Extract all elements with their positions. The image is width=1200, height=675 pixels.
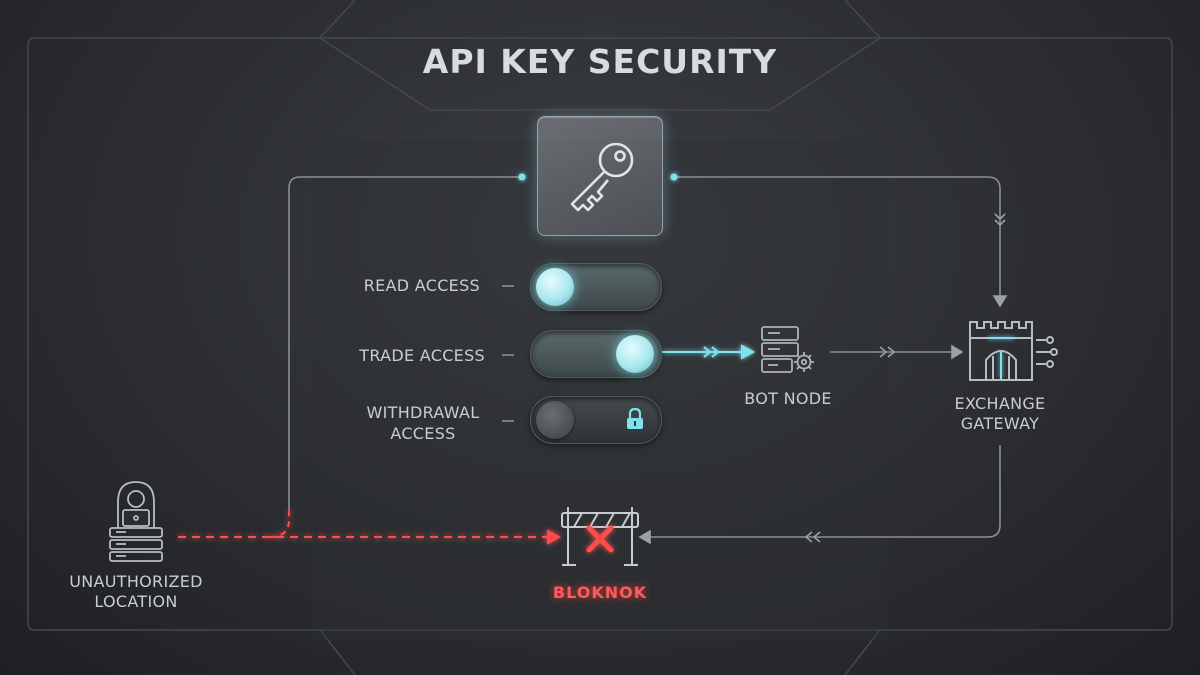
chevron-down-icon (994, 219, 1006, 227)
line-key-exchange (676, 176, 1001, 298)
key-icon (570, 142, 634, 212)
exchange-gateway-label-line1: EXCHANGE (954, 394, 1046, 413)
key-connector-dot-right (670, 173, 678, 181)
permission-label-withdrawal-line1: WITHDRAWAL (366, 403, 480, 422)
permission-label-withdrawal: WITHDRAWAL ACCESS (350, 402, 496, 444)
chevron-left-icon (812, 531, 821, 543)
connector-lines (288, 176, 1001, 538)
api-key-card (537, 116, 663, 236)
key-connector-dot-left (518, 173, 526, 181)
chevron-down-icon (994, 213, 1006, 221)
exchange-gateway-label-line2: GATEWAY (960, 414, 1040, 433)
read-access-toggle[interactable] (530, 263, 662, 311)
unauthorized-branch (269, 510, 290, 538)
barrier-x-icon (561, 507, 639, 566)
arrow-head-bot (741, 344, 756, 360)
chevron-right-icon (879, 346, 888, 358)
trade-access-toggle[interactable] (530, 330, 662, 378)
page-title: API KEY SECURITY (422, 42, 778, 81)
bot-node-label: BOT NODE (744, 389, 832, 408)
unauthorized-flow (178, 510, 562, 545)
line-exchange-barrier (648, 445, 1001, 538)
server-gear-icon (761, 326, 814, 373)
lock-icon (627, 407, 643, 429)
gray-arrows (638, 213, 1008, 545)
permission-label-trade: TRADE ACCESS (359, 346, 485, 365)
toggle-knob (536, 268, 574, 306)
hooded-hacker-icon (109, 481, 163, 562)
arrow-head-exchange-top (992, 295, 1008, 308)
unauthorized-location-label-line1: UNAUTHORIZED (69, 572, 203, 591)
blocked-label: BLOKNOK (552, 583, 648, 602)
chevron-right-icon (887, 346, 896, 358)
arrow-head-barrier (638, 529, 651, 545)
arrow-head-blocked (547, 529, 562, 545)
chevron-right-icon (703, 346, 712, 358)
chevron-right-icon (711, 346, 720, 358)
unauthorized-location-label-line2: LOCATION (94, 592, 178, 611)
unauthorized-location-label: UNAUTHORIZED LOCATION (56, 572, 216, 612)
toggle-knob (616, 335, 654, 373)
permission-label-withdrawal-line2: ACCESS (390, 424, 456, 443)
x-icon (586, 525, 614, 553)
trade-flow (662, 344, 756, 360)
background-frame (27, 0, 1173, 675)
permission-label-read: READ ACCESS (363, 276, 480, 295)
withdrawal-access-toggle[interactable] (530, 396, 662, 444)
arrow-head-exchange-left (951, 344, 964, 360)
castle-gate-glow (988, 337, 1014, 378)
castle-gate-icon (969, 321, 1058, 381)
chevron-left-icon (804, 531, 813, 543)
toggle-knob (536, 401, 574, 439)
exchange-gateway-label: EXCHANGE GATEWAY (935, 394, 1065, 434)
line-key-left (288, 176, 520, 510)
